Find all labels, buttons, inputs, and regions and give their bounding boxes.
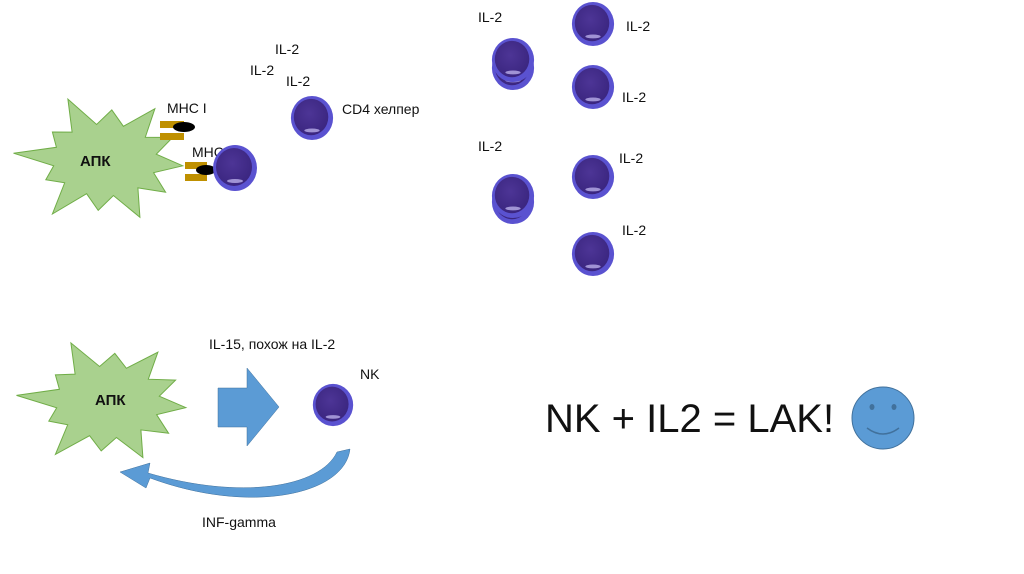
apc-label-bottom: АПК [95, 392, 126, 409]
apc-star-top [13, 97, 185, 219]
il2-label: IL-2 [286, 73, 310, 89]
apc-label-top: АПК [80, 153, 111, 170]
cd4-helper-label: CD4 хелпер [342, 101, 420, 117]
il2-label: IL-2 [478, 9, 502, 25]
il2-label: IL-2 [275, 41, 299, 57]
t-cell-clone [571, 1, 615, 47]
il15-label: IL-15, похож на IL-2 [209, 336, 335, 352]
inf-gamma-curved-arrow [119, 448, 351, 498]
t-cell-clone [571, 64, 615, 110]
il2-label: IL-2 [250, 62, 274, 78]
mhc2-label: МНС [192, 144, 224, 160]
il2-label: IL-2 [622, 89, 646, 105]
inf-gamma-label: INF-gamma [202, 514, 276, 530]
smiley-face-icon [851, 386, 915, 450]
il2-label: IL-2 [622, 222, 646, 238]
il2-label: IL-2 [478, 138, 502, 154]
t-cell-clone [571, 231, 615, 277]
t-cell-clone [491, 173, 535, 219]
cd4-helper-cell [290, 95, 334, 141]
t-cell-clone [491, 37, 535, 83]
mhc1-receptor [160, 121, 195, 140]
mhc2-receptor [185, 162, 216, 181]
apc-star-bottom [16, 341, 188, 459]
nk-label: NK [360, 366, 380, 382]
il2-label: IL-2 [626, 18, 650, 34]
mhc1-label: МНС I [167, 100, 207, 116]
nk-cell [312, 383, 354, 427]
il2-label: IL-2 [619, 150, 643, 166]
equation-text: NK + IL2 = LAK! [545, 397, 834, 441]
t-cell-bound [213, 145, 257, 191]
il15-arrow [217, 367, 280, 447]
t-cell-clone [571, 154, 615, 200]
